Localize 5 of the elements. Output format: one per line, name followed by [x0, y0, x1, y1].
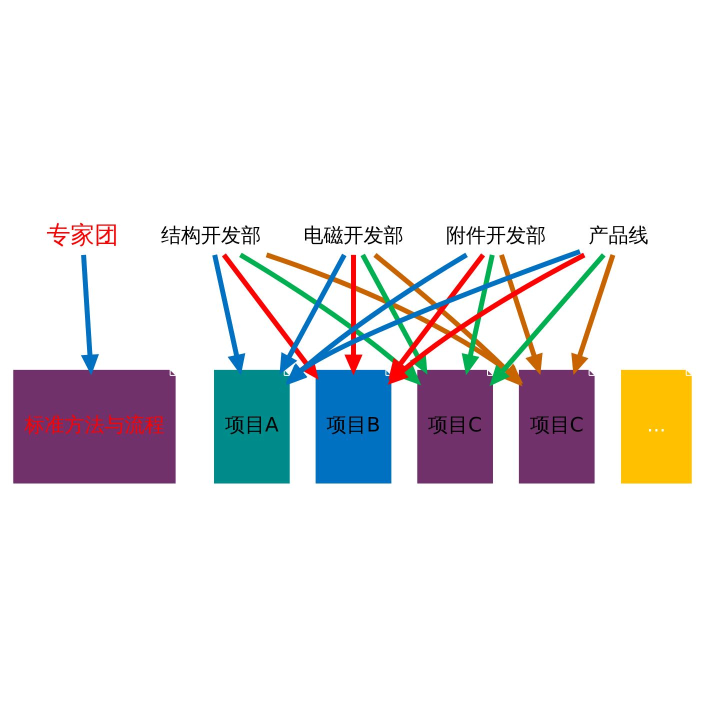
node-text: 专家团 [46, 221, 118, 250]
node-text: 产品线 [588, 224, 649, 247]
node-text: 附件开发部 [446, 224, 546, 247]
node-text: 结构开发部 [161, 224, 262, 247]
node-text: 电磁开发部 [303, 224, 404, 247]
